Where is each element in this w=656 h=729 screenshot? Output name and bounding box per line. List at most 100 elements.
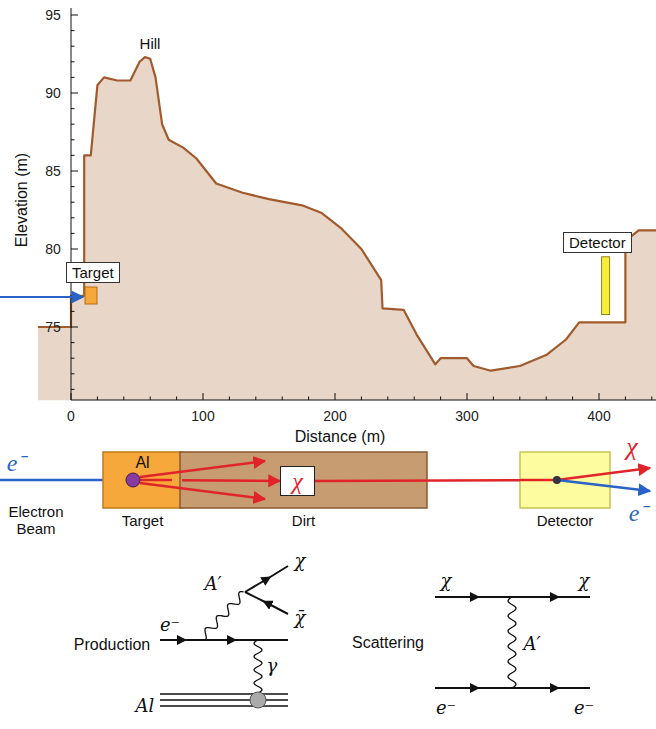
label-text: γ [267,655,278,676]
label-holder: Production [74,636,151,654]
label-holder: e⁻ [436,697,456,718]
label-text: Scattering [352,634,424,652]
x-tick [308,397,309,401]
label-text: 90 [45,85,61,101]
particle-track [315,479,520,482]
nucleus-line [160,699,288,701]
chibar-line [245,592,288,614]
box-text: Detector [569,234,626,251]
label-holder: Al [136,695,155,716]
label-text: 300 [455,408,478,424]
box-caption: Detector [537,512,594,529]
x-tick [255,397,256,401]
label-holder: γ [267,655,278,676]
chi-track [140,461,265,477]
label-holder: χ [626,432,637,462]
nucleus-line [160,693,288,695]
electron-out-arrow [557,480,650,491]
particle-track [182,479,280,482]
x-tick [335,393,336,400]
chi-track [520,479,557,482]
interaction-point [126,473,140,487]
scatter-point [553,476,561,484]
label-text: e⁻ [574,697,594,718]
x-tick [625,397,626,401]
box-text: χ [292,469,303,493]
label-text: e⁻ [629,495,648,528]
dark-photon-wave [200,592,244,641]
label-text: 80 [45,241,61,257]
x-tick [546,397,547,401]
detector-block [602,257,610,315]
label-holder: Distance (m) [295,428,386,446]
label-holder: A′ [523,633,540,654]
x-tick [467,393,468,400]
label-text: 0 [67,408,75,424]
y-tick [71,327,78,328]
label-holder: 100 [191,408,214,424]
target-box: AlTarget [103,452,182,508]
label-holder: e⁻ [7,445,26,478]
label-holder: Electron Beam [5,503,67,538]
beam-arrow [0,296,83,298]
label-text: χ [626,432,637,462]
y-tick [71,389,75,390]
target-block [85,287,97,304]
label-holder: Elevation (m) [13,153,31,247]
label-text: 400 [587,408,610,424]
label-text: Elevation (m) [13,153,31,247]
label-text: χ [579,570,590,591]
label-holder: χ [441,570,452,591]
label-text: Al [136,695,155,716]
x-tick [493,397,494,401]
x-tick [71,393,72,400]
particle-box: χ [280,466,315,496]
y-tick [71,233,75,234]
callout-box: Detector [563,232,632,253]
label-text: 75 [45,319,61,335]
x-tick [97,397,98,401]
label-holder: 75 [45,319,61,335]
label-holder: χ [579,570,590,591]
label-text: A′ [204,573,221,594]
y-tick [71,249,78,250]
y-tick [71,61,75,62]
outside-label-holder: Detector [537,512,594,529]
label-holder: 300 [455,408,478,424]
x-tick [651,397,652,401]
x-tick [361,397,362,401]
y-tick [71,217,75,218]
y-tick [71,108,75,109]
label-holder: 200 [323,408,346,424]
callout-box: Target [66,262,120,283]
y-tick [71,342,75,343]
terrain-outline [38,57,656,371]
outside-label-holder: Dirt [292,512,315,529]
label-holder: 80 [45,241,61,257]
label-text: e⁻ [160,614,180,635]
box-caption: Dirt [292,512,315,529]
outside-label-holder: Target [122,512,164,529]
x-tick [572,397,573,401]
label-text: e⁻ [7,445,26,478]
y-tick [71,77,75,78]
y-tick [71,186,75,187]
label-holder: A′ [204,573,221,594]
label-holder: e⁻ [574,697,594,718]
photon-wave [254,640,262,693]
label-holder: χ̄ [295,607,306,628]
x-tick [414,397,415,401]
chi-out-arrow [557,468,650,480]
label-text: A′ [523,633,540,654]
electron-line [160,639,288,641]
label-text: χ [295,550,306,571]
y-tick [71,373,75,374]
x-tick [519,397,520,401]
y-axis [71,8,72,400]
x-tick [599,393,600,400]
y-tick [71,171,78,172]
label-holder: 85 [45,163,61,179]
